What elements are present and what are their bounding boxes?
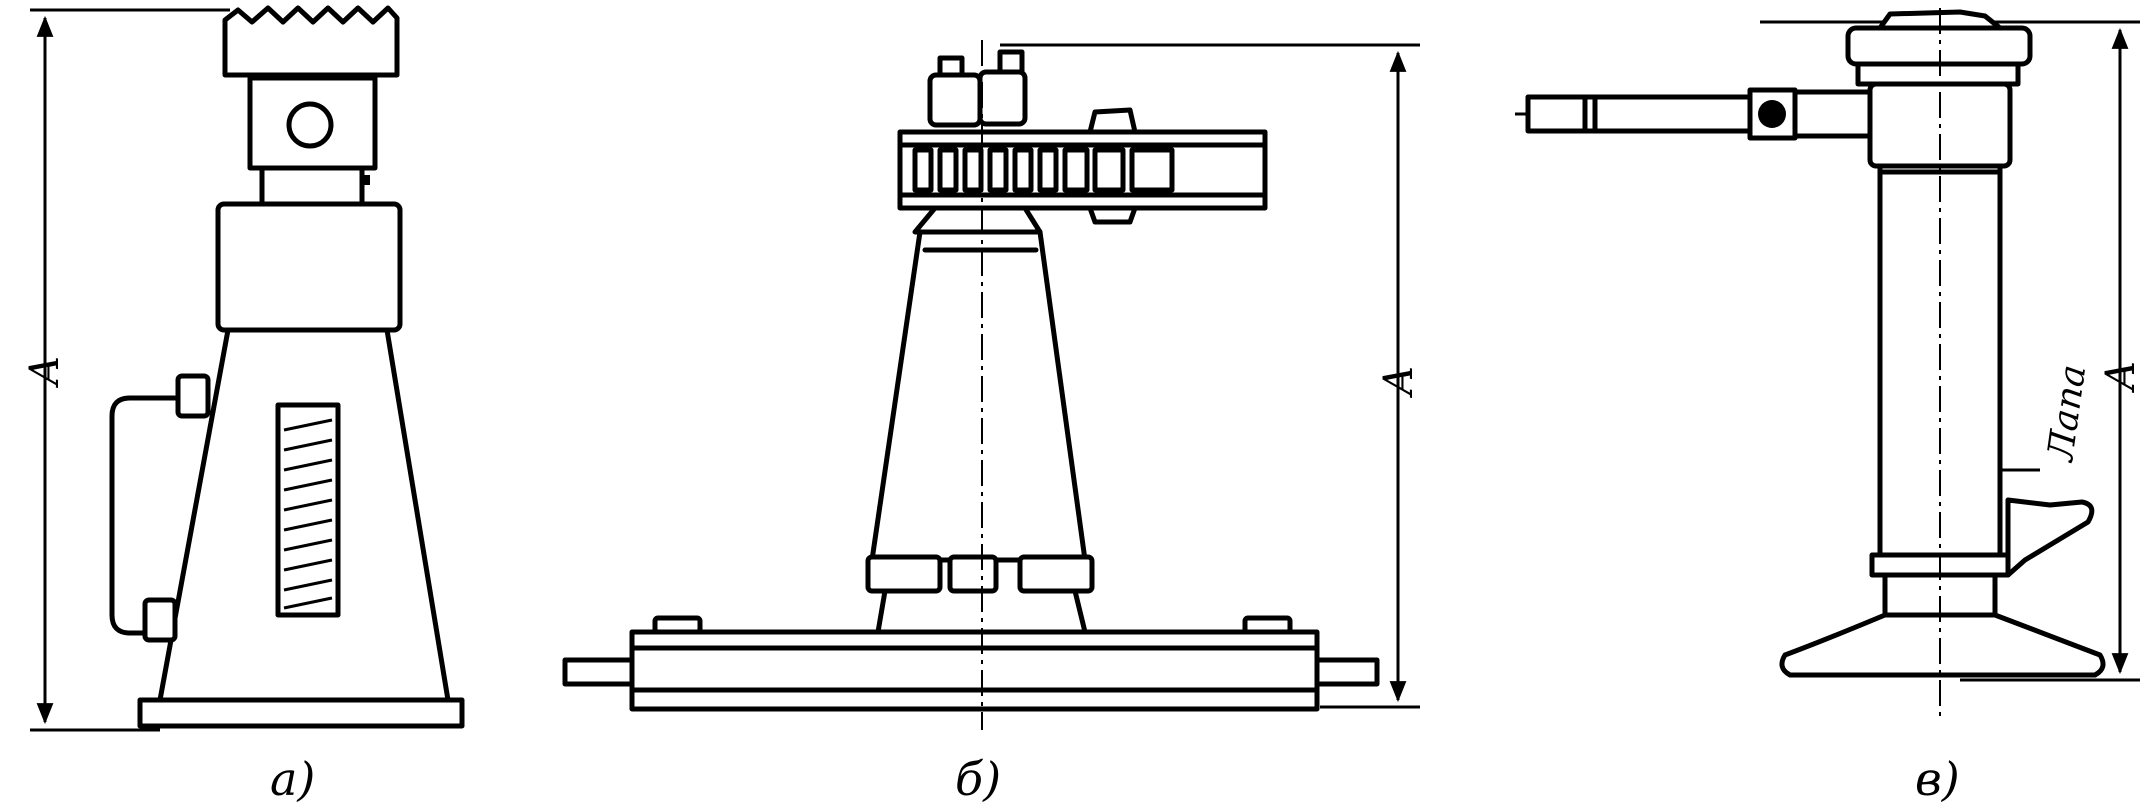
lifting-paw (2005, 497, 2095, 578)
jack-a-drawing: A а) (22, 5, 465, 806)
dimension-label-a: A (22, 356, 68, 389)
dimension-label-v: A (2098, 361, 2144, 394)
base-beam (629, 629, 1320, 712)
jack-base (1779, 612, 2106, 678)
jack-v-drawing: A Лапа в) (1515, 8, 2144, 806)
serrated-head (222, 5, 400, 78)
pump-handle (1525, 94, 1753, 134)
dimension-label-b: A (1376, 366, 1422, 399)
caption-a: а) (270, 752, 315, 806)
pin-hole (286, 101, 334, 149)
jack-column (869, 229, 1088, 563)
dimension-line-a (30, 8, 230, 732)
screw-housing (215, 201, 403, 333)
caption-b: б) (955, 752, 1001, 806)
paw-callout-label: Лапа (2040, 362, 2094, 465)
base-plate (137, 697, 465, 729)
dimension-line-b (1000, 43, 1420, 709)
caption-v: в) (1915, 752, 1960, 806)
carry-handle (109, 395, 198, 636)
jack-b-drawing: A (562, 40, 1422, 806)
